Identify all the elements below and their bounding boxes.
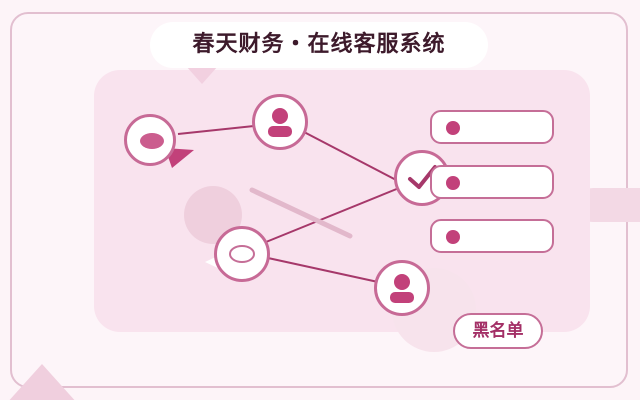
- user-icon: [390, 274, 414, 303]
- blacklist-button[interactable]: 黑名单: [453, 313, 543, 349]
- page-title: 春天财务・在线客服系统: [150, 22, 488, 68]
- status-dot: [446, 121, 460, 135]
- title-pointer: [186, 66, 218, 84]
- user-node-top: [252, 94, 308, 150]
- checkmark-icon: [408, 165, 437, 189]
- user-node-bottom: [374, 260, 430, 316]
- reply-bubble-node: [214, 226, 270, 282]
- list-item[interactable]: [430, 110, 554, 144]
- decorative-triangle: [6, 364, 78, 400]
- chat-bubble-icon: [140, 133, 164, 149]
- list-item[interactable]: [430, 165, 554, 199]
- chat-bubble-node: [124, 114, 176, 166]
- status-dot: [446, 230, 460, 244]
- user-icon: [268, 108, 292, 137]
- status-dot: [446, 176, 460, 190]
- list-item[interactable]: [430, 219, 554, 253]
- reply-bubble-icon: [229, 245, 255, 263]
